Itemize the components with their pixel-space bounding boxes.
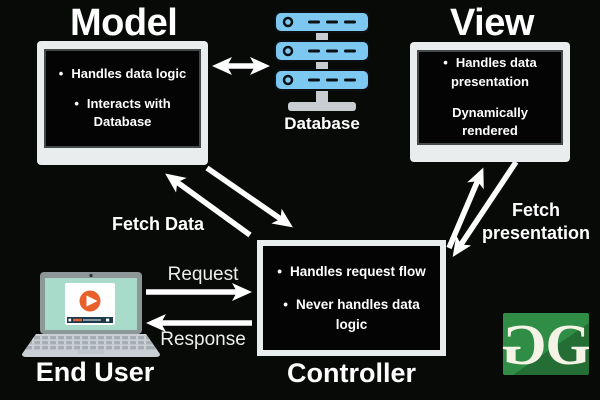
server-base <box>288 102 356 111</box>
laptop-touchpad <box>78 350 104 354</box>
controller-bullet-item: Never handles data logic <box>273 295 430 334</box>
view-bullet-item: Handles data presentation <box>427 54 553 92</box>
end-user-label: End User <box>35 357 155 387</box>
view-plain-item: Dynamically rendered <box>452 104 528 139</box>
request-label: Request <box>167 264 239 285</box>
model-title: Model <box>70 2 178 44</box>
database-icon <box>274 11 370 111</box>
laptop-base <box>22 334 160 357</box>
video-player-icon <box>65 283 115 325</box>
geeksforgeeks-logo: G G <box>501 312 591 377</box>
fetch-presentation-label: Fetch presentation <box>481 200 591 244</box>
view-screen: Handles data presentation Dynamically re… <box>417 50 563 145</box>
server-unit-top <box>274 11 370 33</box>
model-monitor: Handles data logic Interacts with Databa… <box>37 41 208 165</box>
laptop-camera-dot <box>89 273 93 278</box>
server-unit-bottom <box>274 69 370 91</box>
logo-letter-g: G <box>546 312 591 377</box>
model-screen: Handles data logic Interacts with Databa… <box>44 49 201 148</box>
database-label: Database <box>284 114 360 133</box>
fetch-data-label: Fetch Data <box>112 214 205 234</box>
server-unit-middle <box>274 40 370 62</box>
controller-bullet-item: Handles request flow <box>277 262 426 282</box>
view-monitor: Handles data presentation Dynamically re… <box>410 42 570 162</box>
view-title: View <box>450 2 534 44</box>
laptop-keyboard <box>22 335 160 354</box>
view-to-controller-arrow <box>452 160 519 257</box>
model-bullet-item: Handles data logic <box>59 65 186 84</box>
response-label: Response <box>160 329 246 350</box>
logo-letter-mirrored-g: G <box>501 312 546 377</box>
controller-box: Handles request flow Never handles data … <box>257 240 446 356</box>
laptop-video-icon <box>22 272 160 357</box>
model-to-controller-arrow <box>205 165 293 228</box>
controller-to-model-arrow <box>165 173 252 238</box>
controller-label: Controller <box>286 358 416 388</box>
model-bullet-item: Interacts with Database <box>54 95 191 133</box>
